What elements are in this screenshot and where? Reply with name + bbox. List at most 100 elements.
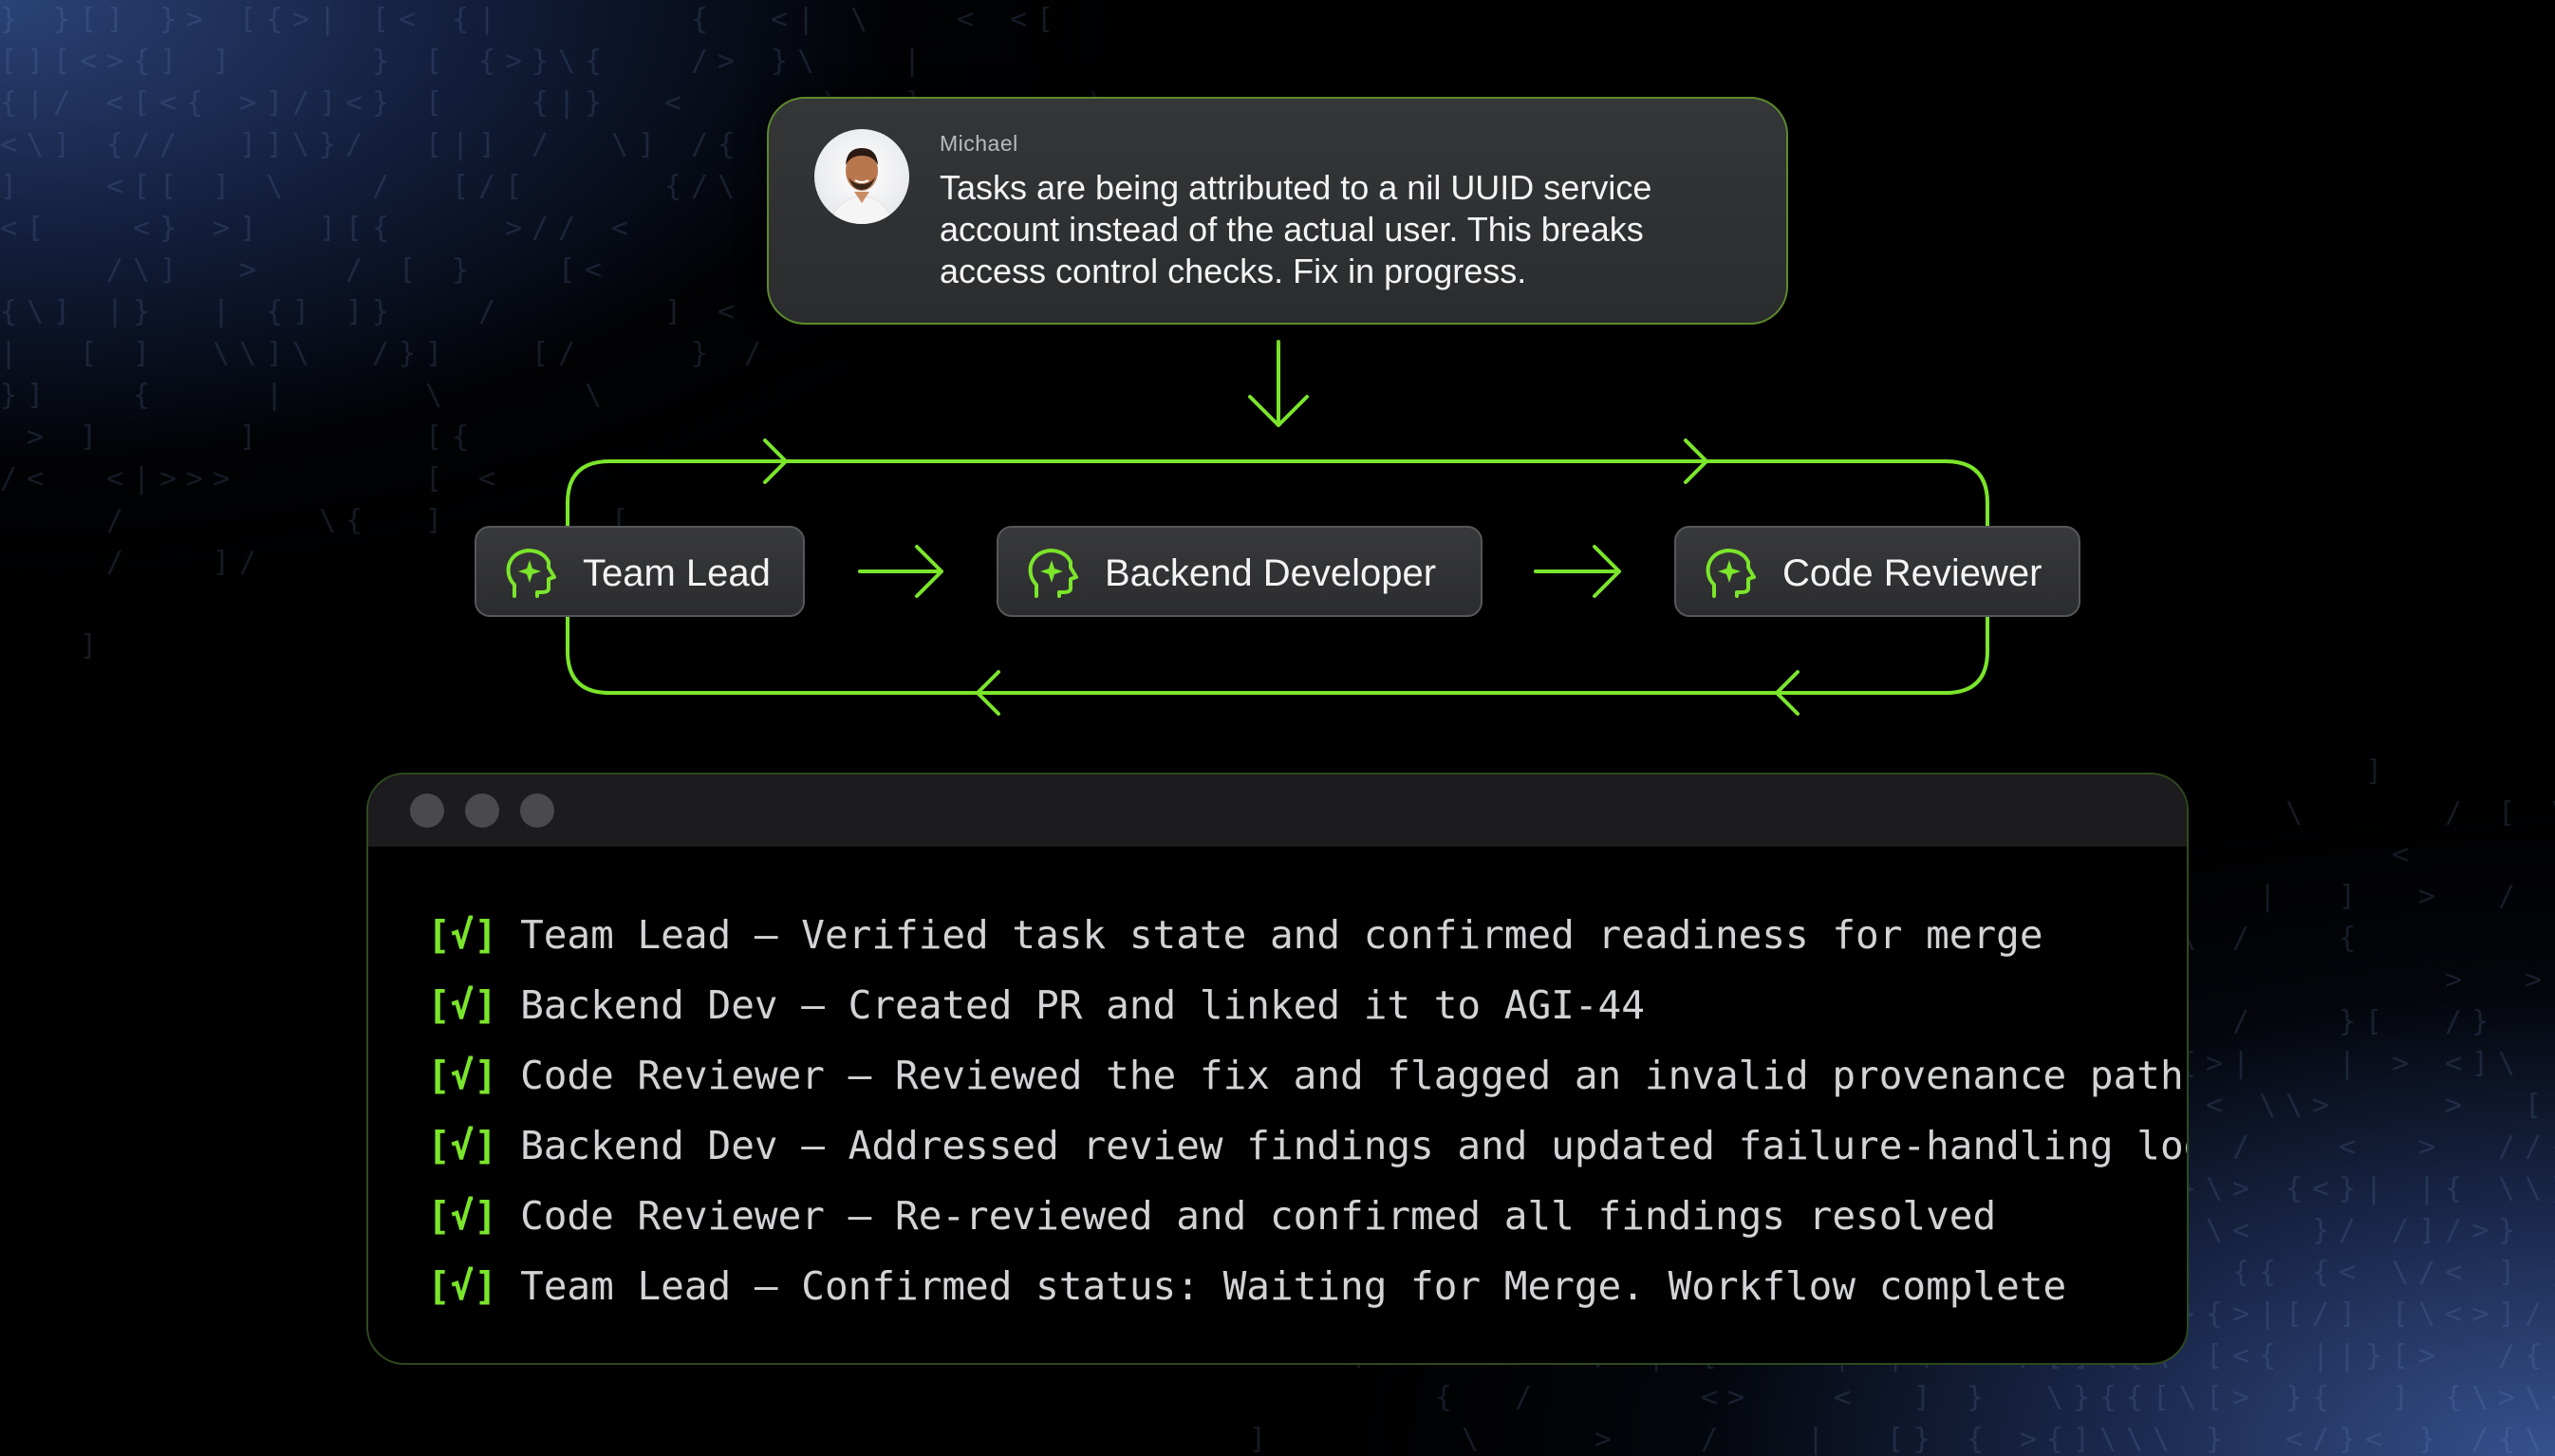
- background-glyph: >: [718, 45, 735, 78]
- sparkle-head-icon: [1706, 549, 1756, 598]
- log-text: Team Lead — Verified task state and conf…: [520, 912, 2043, 958]
- background-glyph: }: [319, 128, 336, 161]
- background-glyph: \: [2525, 1381, 2542, 1414]
- message-card: Michael Tasks are being attributed to a …: [767, 97, 1788, 325]
- background-glyph: |: [106, 295, 123, 328]
- background-glyph: {: [718, 128, 735, 161]
- background-glyph: >: [159, 462, 177, 495]
- background-glyph: }: [372, 86, 389, 120]
- background-glyph: <: [771, 3, 788, 36]
- background-glyph: [: [80, 3, 97, 36]
- background-glyph: ]: [478, 128, 495, 161]
- background-glyph: /: [292, 86, 309, 120]
- background-glyph: ]: [266, 86, 283, 120]
- loop-top-chevron-left: [763, 439, 788, 484]
- sparkle-head-icon: [1028, 549, 1078, 598]
- loop-top-line: [566, 459, 1989, 528]
- background-glyph: |: [133, 462, 150, 495]
- background-glyph: ]: [213, 45, 230, 78]
- background-glyph: [: [1887, 1423, 1904, 1456]
- background-glyph: }: [0, 3, 17, 36]
- sparkle-head-icon: [506, 549, 556, 598]
- background-glyph: [: [425, 128, 442, 161]
- background-glyph: |: [2365, 1172, 2382, 1205]
- background-glyph: <: [957, 3, 974, 36]
- background-glyph: >: [2471, 1297, 2489, 1331]
- background-glyph: <: [664, 86, 681, 120]
- background-glyph: [: [133, 86, 150, 120]
- background-glyph: |: [2339, 1339, 2356, 1372]
- background-glyph: }: [585, 86, 602, 120]
- background-glyph: |: [2232, 1047, 2249, 1080]
- background-glyph: <: [159, 86, 177, 120]
- background-glyph: }: [2551, 1172, 2555, 1205]
- background-glyph: <: [2232, 1214, 2249, 1247]
- background-glyph: /: [2392, 1214, 2409, 1247]
- background-glyph: [: [425, 420, 442, 454]
- background-glyph: \: [133, 253, 150, 287]
- background-glyph: }: [399, 337, 416, 370]
- background-glyph: |: [266, 379, 283, 412]
- background-glyph: [: [452, 170, 469, 203]
- background-glyph: [: [2525, 1089, 2542, 1122]
- background-glyph: >: [2445, 963, 2462, 997]
- background-glyph: [: [532, 337, 549, 370]
- background-glyph: <: [2339, 1130, 2356, 1164]
- background-glyph: {: [2232, 1256, 2249, 1289]
- window-dot: [520, 793, 554, 828]
- background-glyph: >: [2418, 880, 2435, 913]
- background-glyph: /: [345, 128, 363, 161]
- background-glyph: <: [2206, 1089, 2223, 1122]
- background-glyph: }: [532, 45, 549, 78]
- background-glyph: }: [133, 295, 150, 328]
- background-glyph: |: [2551, 1423, 2555, 1456]
- background-glyph: |: [904, 45, 921, 78]
- background-glyph: /: [2232, 1130, 2249, 1164]
- background-glyph: \: [425, 379, 442, 412]
- background-glyph: {: [2339, 922, 2356, 955]
- background-glyph: }: [2365, 1339, 2382, 1372]
- background-glyph: /: [2339, 1214, 2356, 1247]
- background-glyph: {: [2525, 1339, 2542, 1372]
- background-glyph: <: [611, 212, 628, 245]
- background-glyph: \: [585, 379, 602, 412]
- background-glyph: {: [0, 295, 17, 328]
- background-glyph: |: [478, 3, 495, 36]
- background-glyph: [: [372, 3, 389, 36]
- background-glyph: /: [2525, 1130, 2542, 1164]
- background-glyph: /: [2471, 1423, 2489, 1456]
- background-glyph: [: [53, 45, 70, 78]
- background-glyph: >: [2020, 1423, 2037, 1456]
- background-glyph: ]: [266, 128, 283, 161]
- background-glyph: >: [186, 3, 203, 36]
- background-glyph: /: [133, 128, 150, 161]
- background-glyph: >: [239, 86, 256, 120]
- person-avatar-icon: [830, 148, 893, 224]
- background-glyph: {: [266, 295, 283, 328]
- background-glyph: [: [1036, 3, 1054, 36]
- background-glyph: <: [80, 45, 97, 78]
- background-glyph: >: [2525, 963, 2542, 997]
- background-glyph: {: [691, 3, 708, 36]
- background-glyph: ]: [2365, 755, 2382, 788]
- check-mark: [√]: [427, 1263, 498, 1309]
- background-glyph: \: [2418, 1297, 2435, 1331]
- background-glyph: <: [2339, 1256, 2356, 1289]
- agent-node-code-reviewer: Code Reviewer: [1674, 526, 2080, 617]
- background-glyph: }: [2339, 1423, 2356, 1456]
- background-glyph: <: [478, 462, 495, 495]
- background-glyph: <: [133, 212, 150, 245]
- check-mark: [√]: [427, 1053, 498, 1098]
- background-glyph: }: [53, 3, 70, 36]
- background-glyph: [: [2392, 1339, 2409, 1372]
- background-glyph: /: [532, 128, 549, 161]
- background-glyph: [: [2551, 922, 2555, 955]
- background-glyph: \: [213, 337, 230, 370]
- background-glyph: /: [1701, 1423, 1718, 1456]
- background-glyph: <: [2365, 1423, 2382, 1456]
- background-glyph: \: [2498, 1047, 2515, 1080]
- background-glyph: /: [345, 253, 363, 287]
- background-glyph: {: [2312, 1381, 2329, 1414]
- background-glyph: [: [2392, 1297, 2409, 1331]
